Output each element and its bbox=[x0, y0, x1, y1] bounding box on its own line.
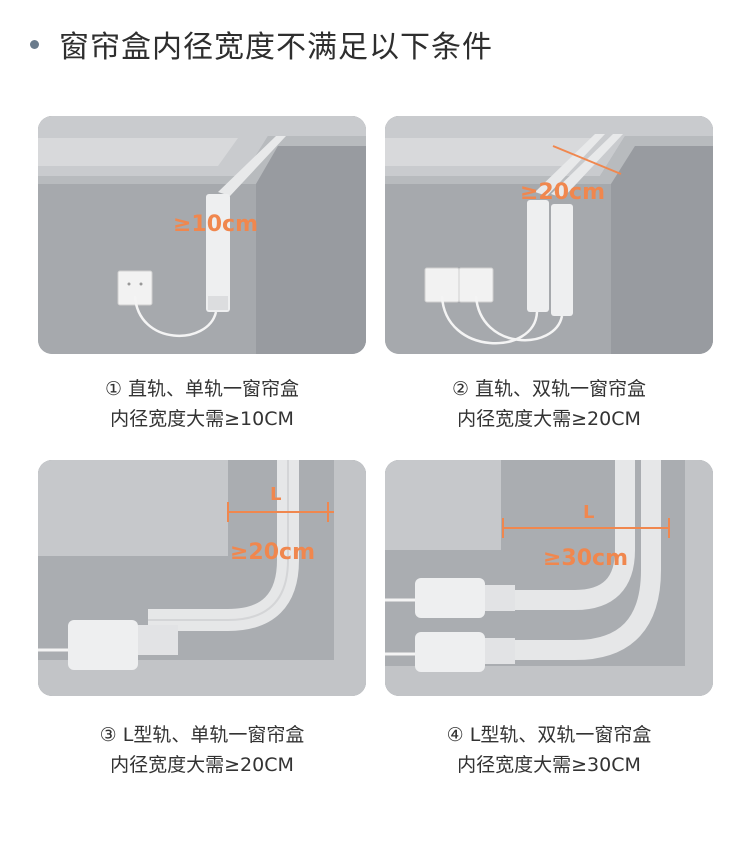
caption-line-2: 内径宽度大需≥20CM bbox=[110, 754, 294, 776]
measure-label: ≥30cm bbox=[543, 546, 629, 571]
caption-line-2: 内径宽度大需≥10CM bbox=[110, 408, 294, 430]
illustration-l-double: L ≥30cm bbox=[385, 460, 713, 696]
caption-l-double: ④ L型轨、双轨一窗帘盒 内径宽度大需≥30CM bbox=[385, 720, 713, 780]
measure-label: ≥10cm bbox=[173, 212, 259, 237]
caption-straight-single: ① 直轨、单轨一窗帘盒 内径宽度大需≥10CM bbox=[38, 374, 366, 434]
scene-straight-double bbox=[385, 116, 713, 354]
illustration-straight-single: ≥10cm bbox=[38, 116, 366, 354]
scene-l-double bbox=[385, 460, 713, 696]
measure-label: ≥20cm bbox=[230, 540, 316, 565]
caption-line-2: 内径宽度大需≥20CM bbox=[457, 408, 641, 430]
caption-line-2: 内径宽度大需≥30CM bbox=[457, 754, 641, 776]
illustration-l-single: L ≥20cm bbox=[38, 460, 366, 696]
caption-line-1: ④ L型轨、双轨一窗帘盒 bbox=[446, 724, 652, 746]
caption-line-1: ② 直轨、双轨一窗帘盒 bbox=[451, 378, 647, 400]
bullet-dot-icon bbox=[30, 39, 39, 49]
illustration-straight-double: ≥20cm bbox=[385, 116, 713, 354]
caption-l-single: ③ L型轨、单轨一窗帘盒 内径宽度大需≥20CM bbox=[38, 720, 366, 780]
section-header: 窗帘盒内径宽度不满足以下条件 bbox=[30, 24, 493, 65]
caption-line-1: ③ L型轨、单轨一窗帘盒 bbox=[99, 724, 305, 746]
scene-l-single bbox=[38, 460, 366, 696]
page-title: 窗帘盒内径宽度不满足以下条件 bbox=[59, 30, 493, 65]
caption-straight-double: ② 直轨、双轨一窗帘盒 内径宽度大需≥20CM bbox=[385, 374, 713, 434]
measure-label: ≥20cm bbox=[520, 180, 606, 205]
caption-line-1: ① 直轨、单轨一窗帘盒 bbox=[104, 378, 300, 400]
scene-straight-single bbox=[38, 116, 366, 354]
length-marker: L bbox=[583, 502, 595, 523]
length-marker: L bbox=[270, 484, 282, 505]
